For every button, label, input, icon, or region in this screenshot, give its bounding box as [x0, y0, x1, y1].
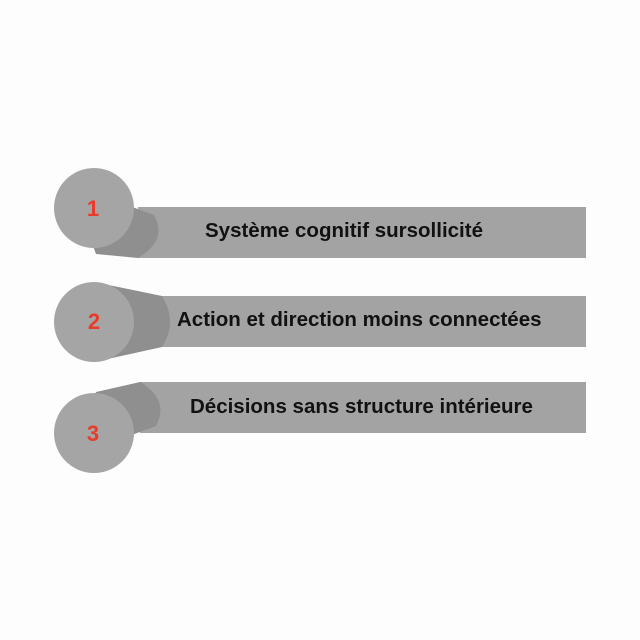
step-3-graphic: [54, 382, 586, 473]
step-2-band: [160, 296, 586, 347]
step-1-number: 1: [86, 196, 100, 221]
step-1-band: [138, 207, 586, 258]
step-3-circle: [54, 393, 134, 473]
step-2-label: Action et direction moins connectées: [177, 308, 542, 331]
step-3-label: Décisions sans structure intérieure: [190, 395, 533, 418]
step-2-number: 2: [87, 309, 101, 334]
step-3-number: 3: [86, 421, 100, 446]
step-1-label: Système cognitif sursollicité: [205, 219, 483, 242]
step-2-circle: [54, 282, 134, 362]
step-1-graphic: [54, 168, 586, 258]
step-2-graphic: [54, 282, 586, 362]
step-1-circle: [54, 168, 134, 248]
step-3-band: [140, 382, 586, 433]
